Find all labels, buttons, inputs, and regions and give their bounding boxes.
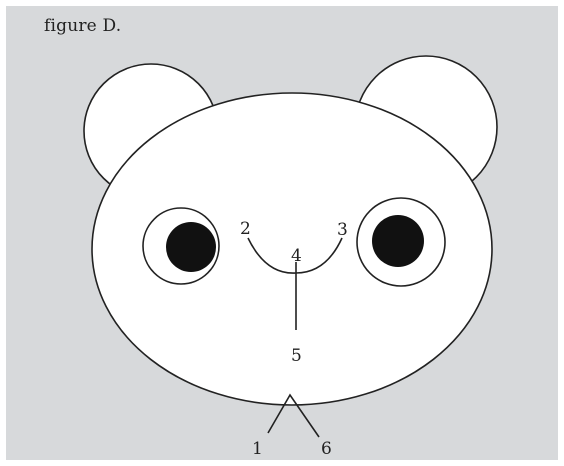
left-eye-pupil: [166, 222, 216, 272]
label-4: 4: [291, 246, 302, 266]
right-eye-pupil: [372, 215, 424, 267]
label-3: 3: [337, 220, 348, 240]
label-2: 2: [240, 219, 251, 239]
label-1: 1: [252, 439, 263, 459]
label-5: 5: [291, 346, 302, 366]
label-6: 6: [321, 439, 332, 459]
